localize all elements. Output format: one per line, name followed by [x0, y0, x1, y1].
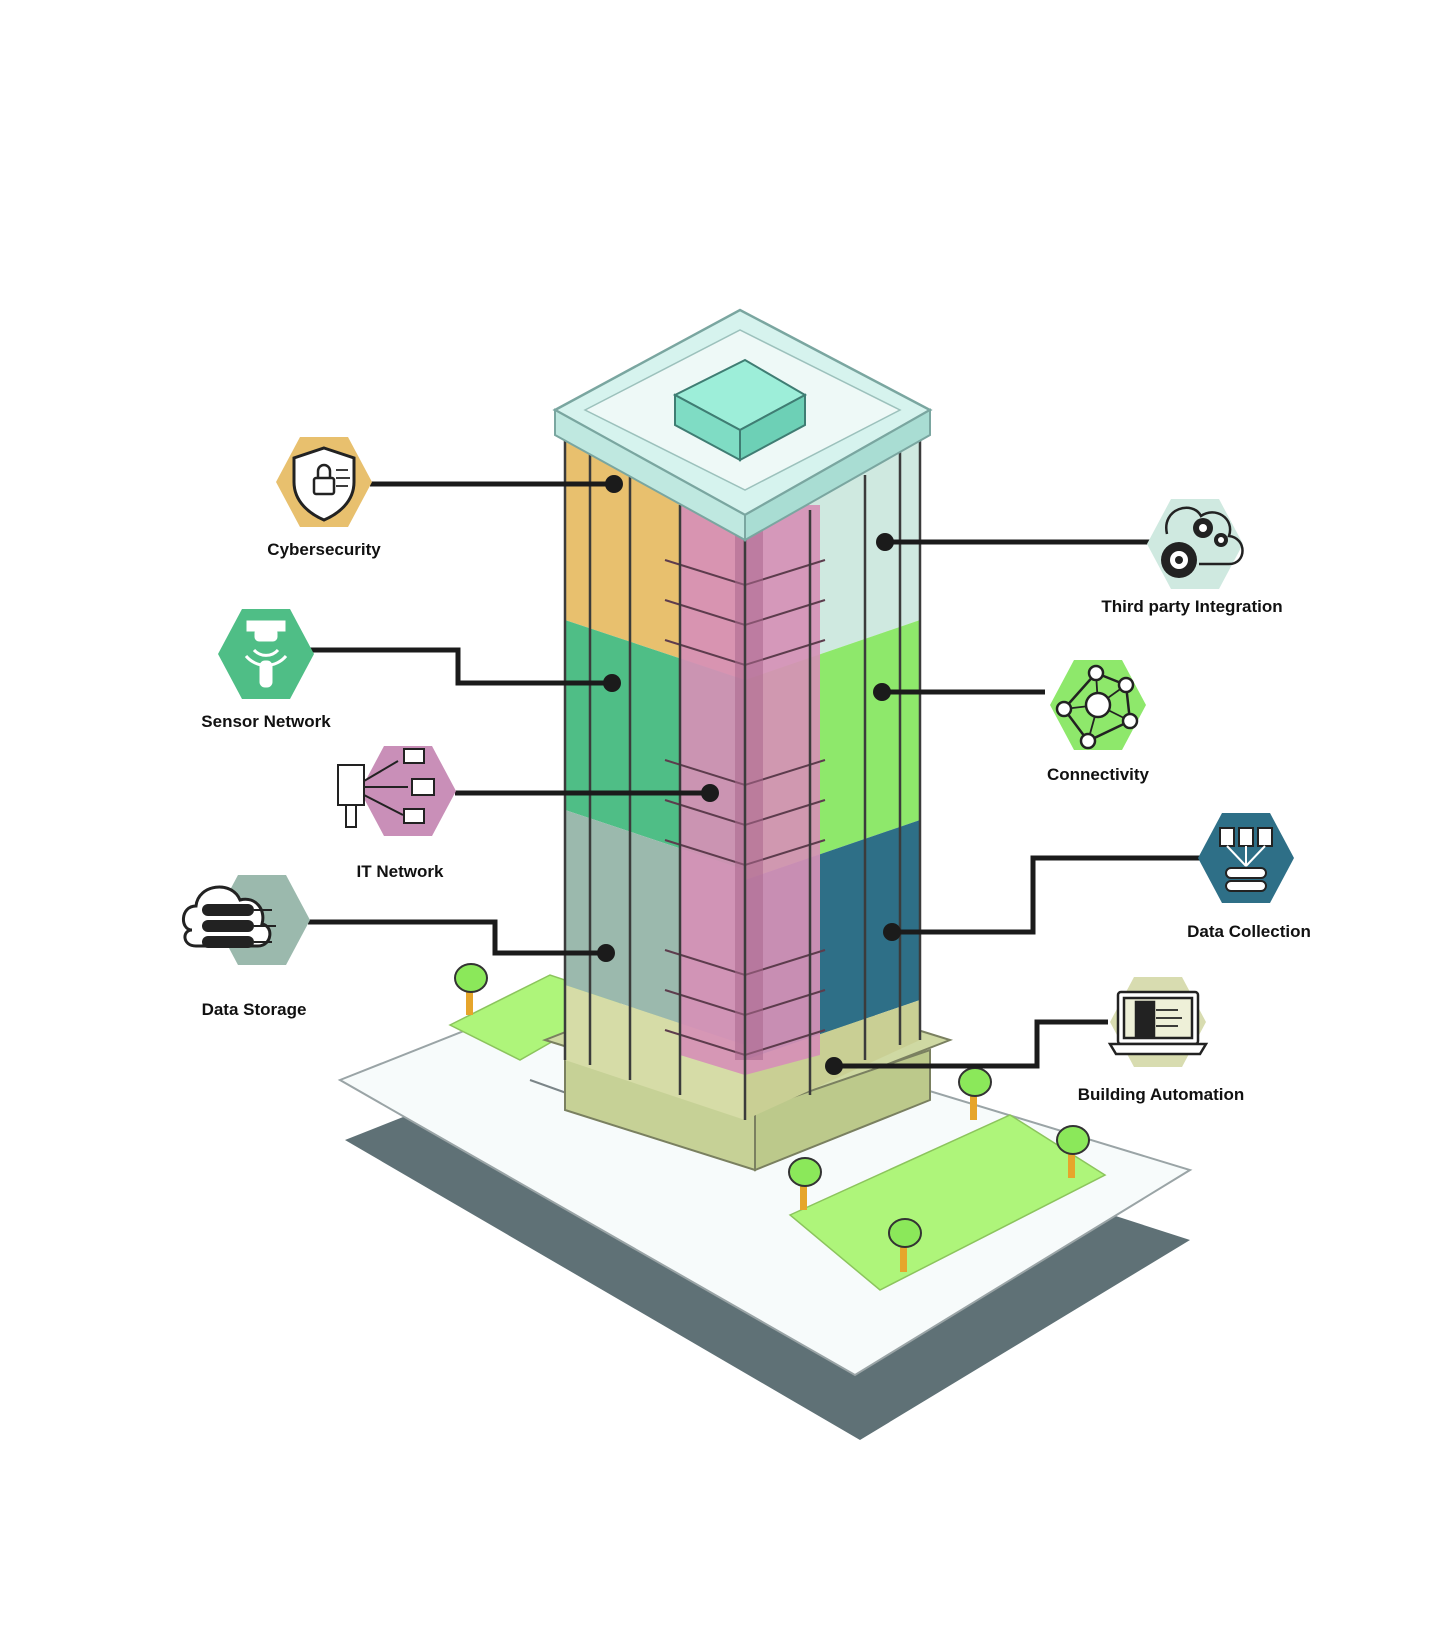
it-network-icon-group: [337, 746, 456, 836]
cybersecurity-icon-group: [276, 437, 372, 527]
connector-dot: [825, 1057, 843, 1075]
network-cable-icon: [337, 748, 435, 828]
third-party-hex: [1147, 499, 1243, 589]
connector-dot: [605, 475, 623, 493]
label-sensor-network: Sensor Network: [201, 712, 331, 731]
laptop-building-icon: [1107, 990, 1209, 1056]
data-storage-icon-group: [182, 875, 310, 965]
tree: [1056, 1125, 1090, 1178]
shield-lock-icon: [292, 446, 356, 522]
connectivity-icon-group: [1050, 660, 1146, 750]
connector-dot: [603, 674, 621, 692]
label-third-party-integration: Third party Integration: [1101, 597, 1283, 616]
building-automation-icon-group: [1107, 977, 1209, 1067]
connector-dot: [876, 533, 894, 551]
third-party-icon-group: [1147, 499, 1244, 589]
tree: [888, 1218, 922, 1272]
label-building-automation: Building Automation: [1077, 1085, 1245, 1104]
label-connectivity: Connectivity: [1046, 765, 1150, 784]
label-cybersecurity: Cybersecurity: [267, 540, 381, 559]
connector-dot: [597, 944, 615, 962]
band-base-left: [565, 985, 745, 1120]
label-data-storage: Data Storage: [201, 1000, 307, 1019]
connector-dots: [597, 475, 901, 1075]
connector-data-storage: [308, 919, 606, 956]
trees: [454, 963, 1090, 1272]
gears-cloud-icon: [1161, 506, 1244, 578]
data-collection-icon-group: [1198, 813, 1294, 903]
roof-edge-right: [744, 408, 931, 542]
podium-side: [754, 1048, 931, 1172]
grass-lot-right: [788, 1114, 1107, 1291]
label-it-network: IT Network: [356, 862, 444, 881]
roof-unit-side: [739, 393, 806, 462]
connector-data-collection: [892, 855, 1200, 935]
cloud-server-icon: [182, 885, 276, 948]
sensor-icon: [244, 620, 288, 688]
connector-dot: [873, 683, 891, 701]
core-columns: [735, 520, 763, 1060]
sensor-network-icon-group: [218, 609, 314, 699]
connector-lines: [308, 481, 1200, 1069]
connector-sensor-network: [310, 647, 612, 686]
label-data-collection: Data Collection: [1187, 922, 1311, 941]
database-collect-icon: [1219, 827, 1273, 892]
network-nodes-icon: [1055, 664, 1139, 750]
connector-dot: [701, 784, 719, 802]
connector-dot: [883, 923, 901, 941]
tree: [454, 963, 488, 1015]
connector-building-automation: [834, 1019, 1108, 1069]
tree: [788, 1157, 822, 1210]
